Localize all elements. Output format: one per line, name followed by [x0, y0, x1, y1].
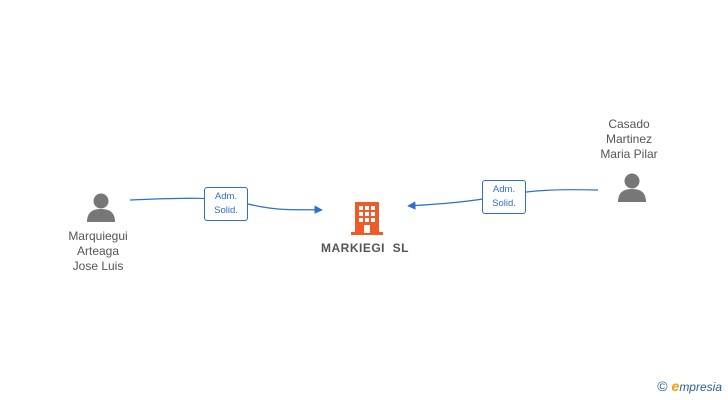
brand-logo: © empresia — [657, 378, 722, 394]
brand-initial: e — [671, 378, 680, 394]
company-label[interactable]: MARKIEGI SL — [321, 241, 410, 255]
copyright-symbol: © — [657, 378, 668, 394]
person-icon[interactable] — [618, 173, 646, 203]
brand-name: mpresia — [679, 380, 722, 394]
person-label[interactable]: Casado Martinez Maria Pilar — [600, 117, 658, 161]
person-label[interactable]: Marquiegui Arteaga Jose Luis — [68, 229, 128, 273]
edge-role-label: Adm. Solid. — [482, 180, 526, 214]
person-icon[interactable] — [87, 193, 115, 223]
building-icon[interactable] — [351, 202, 383, 235]
edge-role-label: Adm. Solid. — [204, 187, 248, 221]
